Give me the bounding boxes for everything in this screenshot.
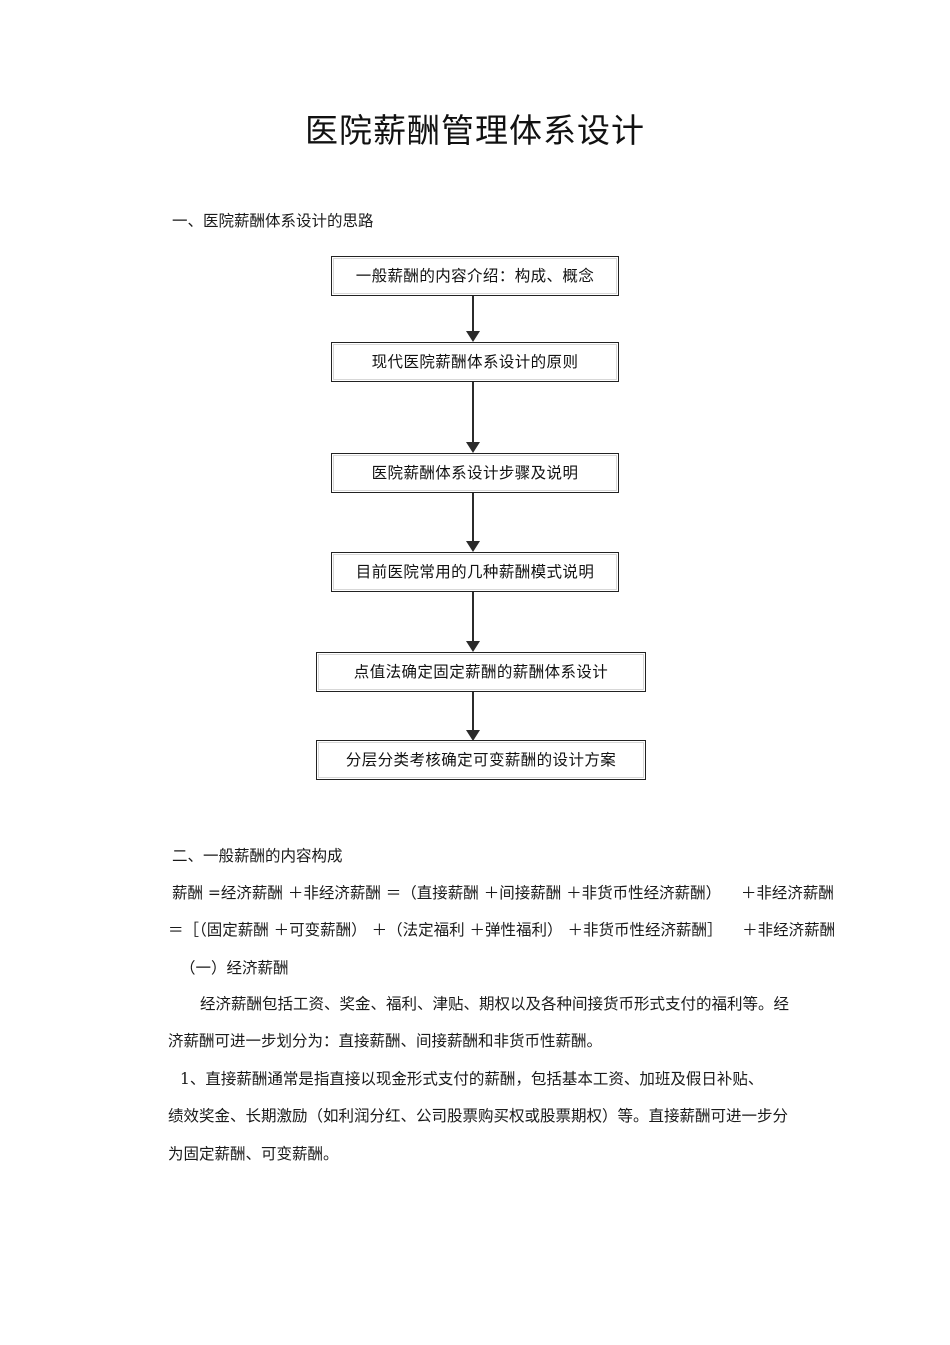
flowchart-arrow-4-5-icon [466,641,480,652]
flowchart-connector-3-4 [472,493,474,541]
flowchart-box-6[interactable]: 分层分类考核确定可变薪酬的设计方案 [316,740,646,780]
direct-compensation-paragraph-line-1: 1、直接薪酬通常是指直接以现金形式支付的薪酬，包括基本工资、加班及假日补贴、 [180,1070,764,1088]
flowchart-arrow-1-2-icon [466,331,480,342]
flowchart-arrow-3-4-icon [466,541,480,552]
flowchart: 一般薪酬的内容介绍：构成、概念 现代医院薪酬体系设计的原则 医院薪酬体系设计步骤… [0,250,950,790]
flowchart-box-5-label: 点值法确定固定薪酬的薪酬体系设计 [353,663,609,681]
flowchart-arrow-2-3-icon [466,442,480,453]
compensation-formula-line-1: 薪酬 =经济薪酬 ＋非经济薪酬 ＝（直接薪酬 ＋间接薪酬 ＋非货币性经济薪酬） … [172,884,834,902]
flowchart-box-2[interactable]: 现代医院薪酬体系设计的原则 [331,342,619,382]
flowchart-box-2-label: 现代医院薪酬体系设计的原则 [371,353,579,371]
flowchart-box-4[interactable]: 目前医院常用的几种薪酬模式说明 [331,552,619,592]
section-two-heading: 二、一般薪酬的内容构成 [172,847,343,865]
direct-compensation-paragraph-line-3: 为固定薪酬、可变薪酬。 [168,1145,339,1163]
flowchart-connector-2-3 [472,382,474,442]
economic-compensation-paragraph-line-2: 济薪酬可进一步划分为：直接薪酬、间接薪酬和非货币性薪酬。 [168,1032,603,1050]
flowchart-arrow-5-6-icon [466,730,480,741]
direct-compensation-paragraph-line-2: 绩效奖金、长期激励（如利润分红、公司股票购买权或股票期权）等。直接薪酬可进一步分 [168,1107,789,1125]
flowchart-box-6-label: 分层分类考核确定可变薪酬的设计方案 [345,751,617,769]
flowchart-box-3[interactable]: 医院薪酬体系设计步骤及说明 [331,453,619,493]
flowchart-box-1[interactable]: 一般薪酬的内容介绍：构成、概念 [331,256,619,296]
section-one-heading: 一、医院薪酬体系设计的思路 [172,212,374,230]
economic-compensation-paragraph-line-1: 经济薪酬包括工资、奖金、福利、津贴、期权以及各种间接货币形式支付的福利等。经 [200,995,790,1013]
subsection-one-heading: （一）经济薪酬 [180,959,289,977]
flowchart-box-3-label: 医院薪酬体系设计步骤及说明 [371,464,579,482]
flowchart-connector-4-5 [472,592,474,641]
flowchart-box-1-label: 一般薪酬的内容介绍：构成、概念 [355,267,595,285]
flowchart-box-4-label: 目前医院常用的几种薪酬模式说明 [355,563,595,581]
flowchart-box-5[interactable]: 点值法确定固定薪酬的薪酬体系设计 [316,652,646,692]
flowchart-connector-1-2 [472,296,474,331]
page-title: 医院薪酬管理体系设计 [305,111,645,150]
flowchart-connector-5-6 [472,692,474,730]
compensation-formula-line-2: ＝［（固定薪酬 ＋可变薪酬） ＋（法定福利 ＋弹性福利） ＋非货币性经济薪酬］ … [168,921,836,939]
